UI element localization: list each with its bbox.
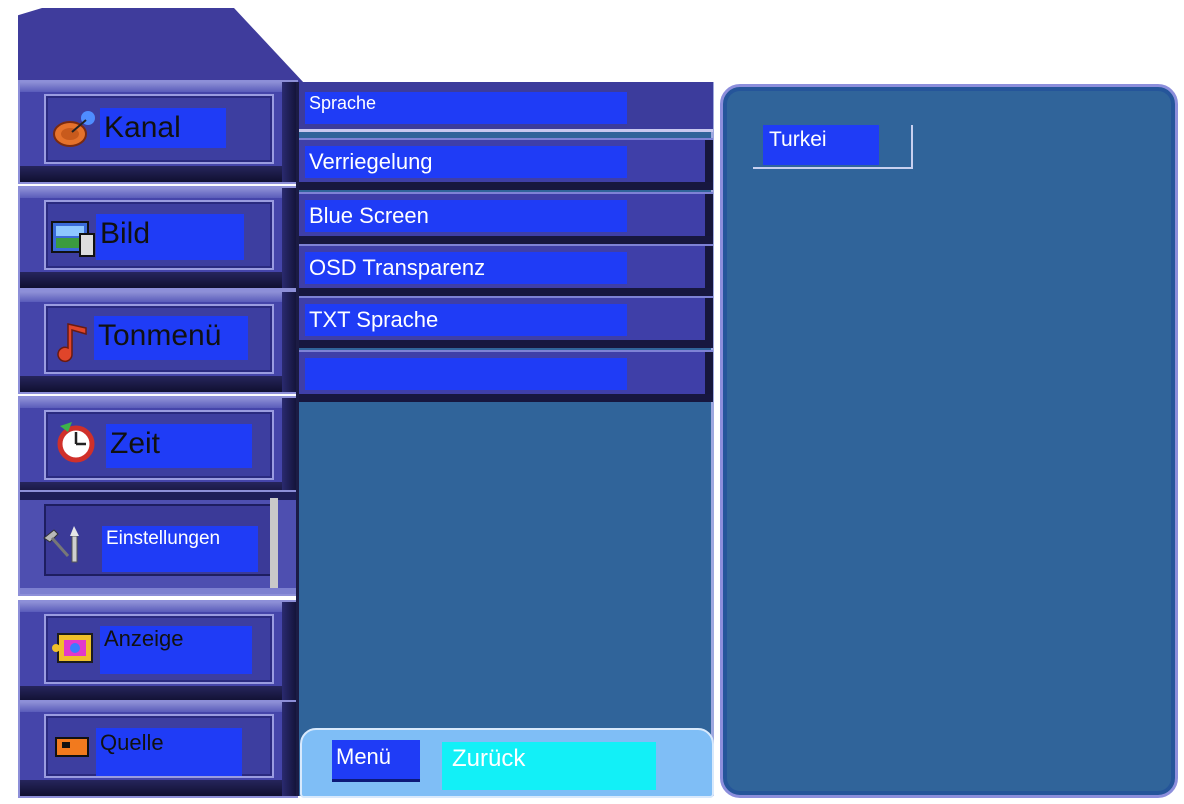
sidebar-item-label: Anzeige	[100, 626, 252, 674]
sidebar-item-label: Einstellungen	[102, 526, 258, 572]
sidebar-item-anzeige[interactable]: Anzeige	[18, 600, 298, 704]
picture-icon	[51, 221, 95, 257]
menu-row-label	[305, 358, 627, 390]
menu-row-sprache[interactable]: Sprache	[299, 82, 713, 132]
sidebar-item-zeit[interactable]: Zeit	[18, 396, 298, 500]
menu-row-label: Blue Screen	[305, 200, 627, 232]
tools-icon	[43, 526, 79, 563]
menu-button[interactable]: Menü	[332, 740, 420, 782]
clock-icon	[57, 422, 95, 463]
menu-row-osd-transparenz[interactable]: OSD Transparenz	[299, 244, 713, 296]
menu-row-verriegelung[interactable]: Verriegelung	[299, 138, 713, 190]
help-bar: Menü Zurück	[300, 728, 714, 798]
settings-menu-panel: Sprache Verriegelung Blue Screen OSD Tra…	[296, 82, 714, 796]
menu-row-label: Verriegelung	[305, 146, 627, 178]
menu-row-empty[interactable]	[299, 350, 713, 402]
sidebar-item-label: Zeit	[106, 424, 252, 468]
sidebar-item-label: Tonmenü	[94, 316, 248, 360]
satellite-dish-icon	[53, 111, 95, 147]
sidebar-item-quelle[interactable]: Quelle	[18, 700, 298, 798]
music-note-icon	[57, 323, 87, 363]
menu-row-label: OSD Transparenz	[305, 252, 627, 284]
sidebar-item-bild[interactable]: Bild	[18, 186, 298, 290]
sidebar-item-einstellungen[interactable]: Einstellungen	[18, 490, 298, 596]
sidebar-item-kanal[interactable]: Kanal	[18, 80, 298, 184]
source-input-icon	[55, 737, 89, 757]
sidebar-item-tonmenue[interactable]: Tonmenü	[18, 290, 298, 394]
back-button[interactable]: Zurück	[442, 742, 656, 790]
selection-scrollbar	[270, 498, 278, 588]
sidebar-item-label: Quelle	[96, 728, 242, 776]
menu-row-label: TXT Sprache	[305, 304, 627, 336]
display-icon	[52, 633, 93, 663]
sidebar-item-label: Bild	[96, 214, 244, 260]
menu-row-label: Sprache	[305, 92, 627, 124]
value-panel: Turkei	[720, 84, 1178, 798]
menu-row-txt-sprache[interactable]: TXT Sprache	[299, 296, 713, 348]
menu-row-blue-screen[interactable]: Blue Screen	[299, 192, 713, 244]
language-option-value[interactable]: Turkei	[763, 125, 879, 165]
sidebar-item-label: Kanal	[100, 108, 226, 148]
